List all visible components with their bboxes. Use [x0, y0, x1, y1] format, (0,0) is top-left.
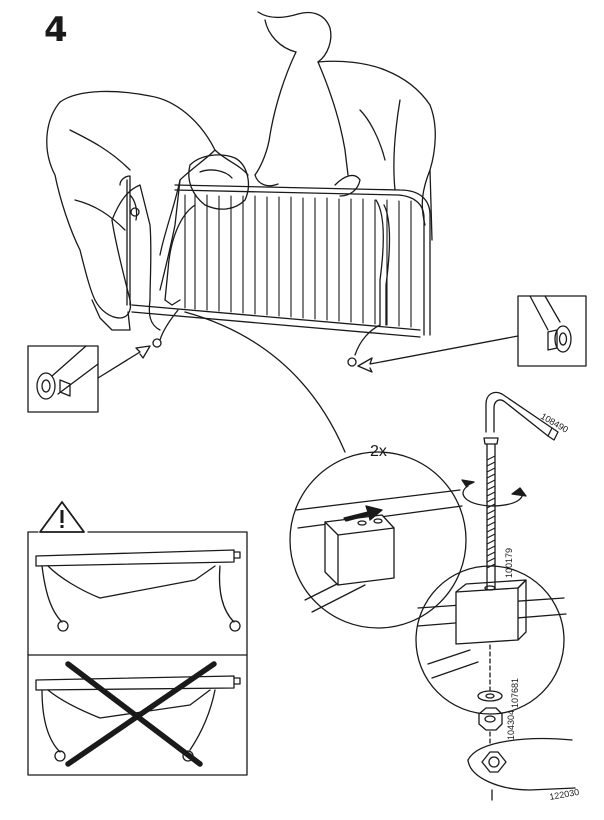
warning-triangle-icon — [39, 501, 85, 533]
part-number-washer: 107681 — [510, 678, 520, 708]
bed-frame — [119, 175, 431, 367]
castor-plate — [467, 738, 576, 801]
wheel-callout-left — [27, 345, 99, 413]
bracket-zoom — [289, 451, 467, 629]
push-arrow-icon — [97, 345, 151, 379]
rotate-clockwise-icon — [461, 479, 527, 507]
step-number: 4 — [44, 10, 68, 50]
part-number-bolt: 100179 — [504, 548, 514, 578]
wheel-callout-right — [517, 295, 587, 367]
quantity-label: 2x — [370, 443, 387, 460]
person-middle — [164, 154, 249, 306]
nut — [478, 707, 503, 731]
person-right — [254, 11, 436, 241]
push-arrow-icon — [357, 335, 519, 373]
person-left — [46, 90, 249, 331]
washer — [477, 690, 503, 702]
bolt — [483, 437, 499, 595]
frame-zoom — [415, 565, 567, 715]
part-number-nut: 104304 — [506, 710, 516, 740]
cross-mark-icon — [65, 661, 217, 767]
warning-panel — [27, 501, 248, 776]
allen-key — [485, 391, 559, 441]
